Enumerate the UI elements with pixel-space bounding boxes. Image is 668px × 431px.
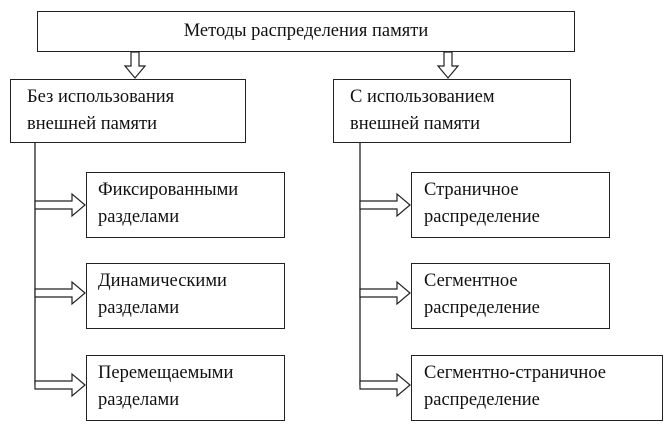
right-child-node-1: Страничное распределение xyxy=(411,172,610,238)
left-branch-title-line1: Без использования xyxy=(27,87,175,107)
left-child-node-1: Фиксированными разделами xyxy=(86,172,285,238)
right-child-2-line1: Сегментное xyxy=(424,271,518,291)
left-child-1-line1: Фиксированными xyxy=(98,180,239,200)
right-arrow-3 xyxy=(359,372,411,398)
right-child-1-line2: распределение xyxy=(424,207,540,227)
right-arrow-2 xyxy=(359,280,411,306)
right-child-3-line2: распределение xyxy=(424,390,540,410)
root-node-label: Методы распределения памяти xyxy=(183,21,429,41)
right-branch-title-line1: С использованием xyxy=(350,87,495,107)
left-child-2-line2: разделами xyxy=(98,298,180,318)
right-branch-title-line2: внешней памяти xyxy=(350,114,481,134)
right-child-3-line1: Сегментно-страничное xyxy=(424,363,607,383)
down-arrow-right xyxy=(436,51,460,79)
left-arrow-2 xyxy=(34,280,86,306)
left-arrow-3 xyxy=(34,372,86,398)
left-arrow-1 xyxy=(34,192,86,218)
left-child-3-line2: разделами xyxy=(98,390,180,410)
down-arrow-left xyxy=(123,51,147,79)
left-child-2-line1: Динамическими xyxy=(98,271,227,291)
left-child-1-line2: разделами xyxy=(98,207,180,227)
root-node: Методы распределения памяти xyxy=(37,11,575,52)
right-child-2-line2: распределение xyxy=(424,298,540,318)
right-branch-node: С использованием внешней памяти xyxy=(333,79,571,143)
right-child-node-3: Сегментно-страничное распределение xyxy=(411,355,663,421)
right-child-1-line1: Страничное xyxy=(424,180,519,200)
left-child-3-line1: Перемещаемыми xyxy=(98,363,234,383)
right-arrow-1 xyxy=(359,192,411,218)
right-child-node-2: Сегментное распределение xyxy=(411,263,610,329)
left-child-node-2: Динамическими разделами xyxy=(86,263,285,329)
left-branch-node: Без использования внешней памяти xyxy=(10,79,246,143)
left-branch-title-line2: внешней памяти xyxy=(27,114,158,134)
left-child-node-3: Перемещаемыми разделами xyxy=(86,355,285,421)
